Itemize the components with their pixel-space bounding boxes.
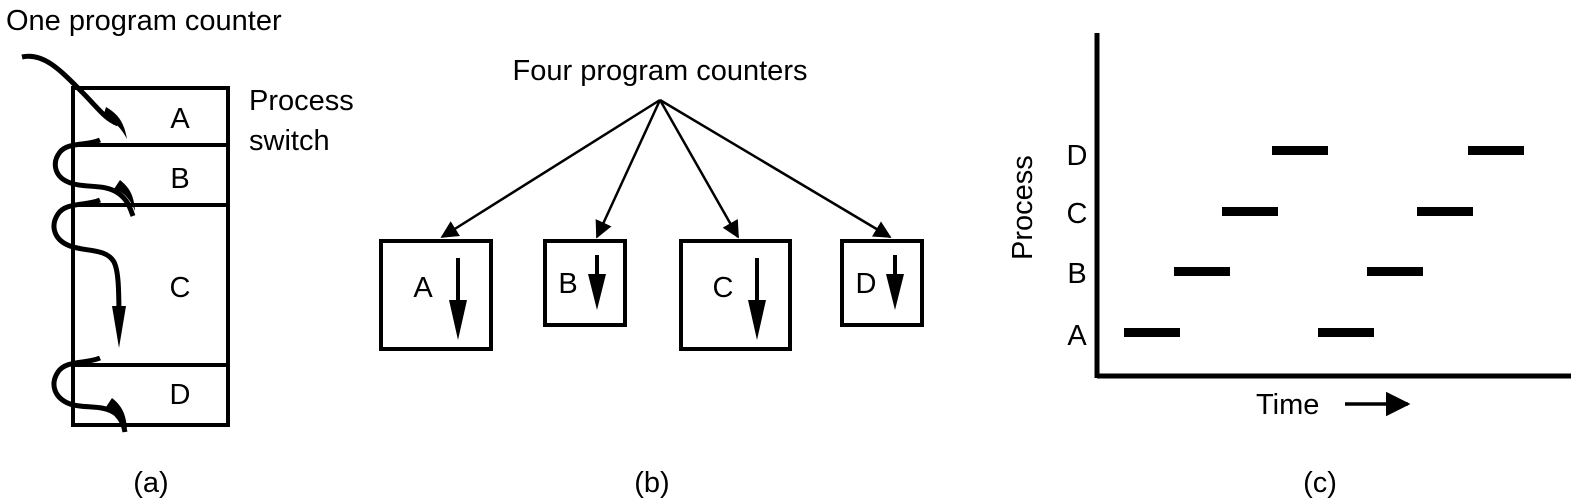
panel-c-segment-a-2 (1318, 328, 1374, 337)
panel-a-switch-curve-3 (51, 355, 128, 433)
panel-b-thread-box-d (840, 239, 924, 327)
panel-b-fanout-line-a (440, 98, 661, 239)
panel-b-thread-label-c: C (713, 272, 734, 304)
panel-a: One program counter A B C D (6, 5, 354, 499)
panel-a-process-label-b: B (170, 163, 189, 195)
panel-b-fanout-line-c (658, 99, 740, 239)
panel-b-thread-label-d: D (856, 268, 877, 300)
panel-c-y-tick-a: A (1067, 320, 1087, 352)
four-program-counters-label: Four program counters (513, 55, 808, 87)
process-switch-label-line2: switch (249, 125, 330, 157)
panel-c-caption: (c) (1303, 467, 1337, 499)
panel-b-thread-label-a: A (413, 272, 433, 304)
panel-c-y-axis-label: Process (1007, 155, 1039, 260)
panel-a-process-stack (71, 86, 230, 427)
panel-c-segment-d-2 (1468, 146, 1524, 155)
one-program-counter-label: One program counter (6, 5, 282, 37)
panel-b-thread-box-c (679, 239, 792, 351)
panel-a-arrowhead-b (114, 180, 135, 211)
process-switch-label-line1: Process (249, 85, 354, 117)
panel-a-arrowhead-c (112, 306, 126, 348)
panel-a-process-label-a: A (170, 103, 190, 135)
panel-c-y-tick-d: D (1067, 140, 1088, 172)
panel-b-fanout-line-b (595, 99, 662, 239)
panel-c-segment-c-1 (1222, 207, 1278, 216)
panel-a-arrowhead-d (106, 398, 127, 429)
panel-a-switch-curve-1 (52, 137, 136, 217)
panel-b-thread-counter-arrow-a (449, 300, 467, 340)
panel-c-segment-b-1 (1174, 267, 1230, 276)
panel-c-timeline-segments (1124, 146, 1524, 337)
panel-c-segment-a-1 (1124, 328, 1180, 337)
panel-a-process-label-d: D (170, 379, 191, 411)
panel-a-caption: (a) (133, 467, 168, 499)
panel-b-thread-counter-arrow-b (588, 274, 606, 310)
panel-b-thread-label-b: B (558, 268, 577, 300)
panel-c-y-tick-c: C (1067, 198, 1088, 230)
panel-c: Process D C B A Time (c) (1007, 33, 1571, 499)
panel-c-y-tick-b: B (1067, 258, 1086, 290)
panel-a-process-label-c: C (170, 272, 191, 304)
panel-b-fanout-line-d (659, 98, 892, 239)
panel-c-x-axis-label: Time (1256, 389, 1319, 421)
panel-b-thread-counter-arrow-d (886, 274, 904, 310)
panel-b-caption: (b) (634, 467, 669, 499)
panel-b: Four program counters A B C D (379, 55, 924, 499)
panel-a-switch-curve-2 (51, 197, 122, 323)
panel-b-thread-counter-arrow-c (748, 300, 766, 340)
panel-c-segment-c-2 (1417, 207, 1473, 216)
panel-b-thread-box-b (543, 239, 627, 327)
panel-c-segment-b-2 (1367, 267, 1423, 276)
panel-a-arrowhead-a (103, 107, 127, 139)
panel-b-thread-box-a (379, 239, 493, 351)
panel-c-segment-d-1 (1272, 146, 1328, 155)
